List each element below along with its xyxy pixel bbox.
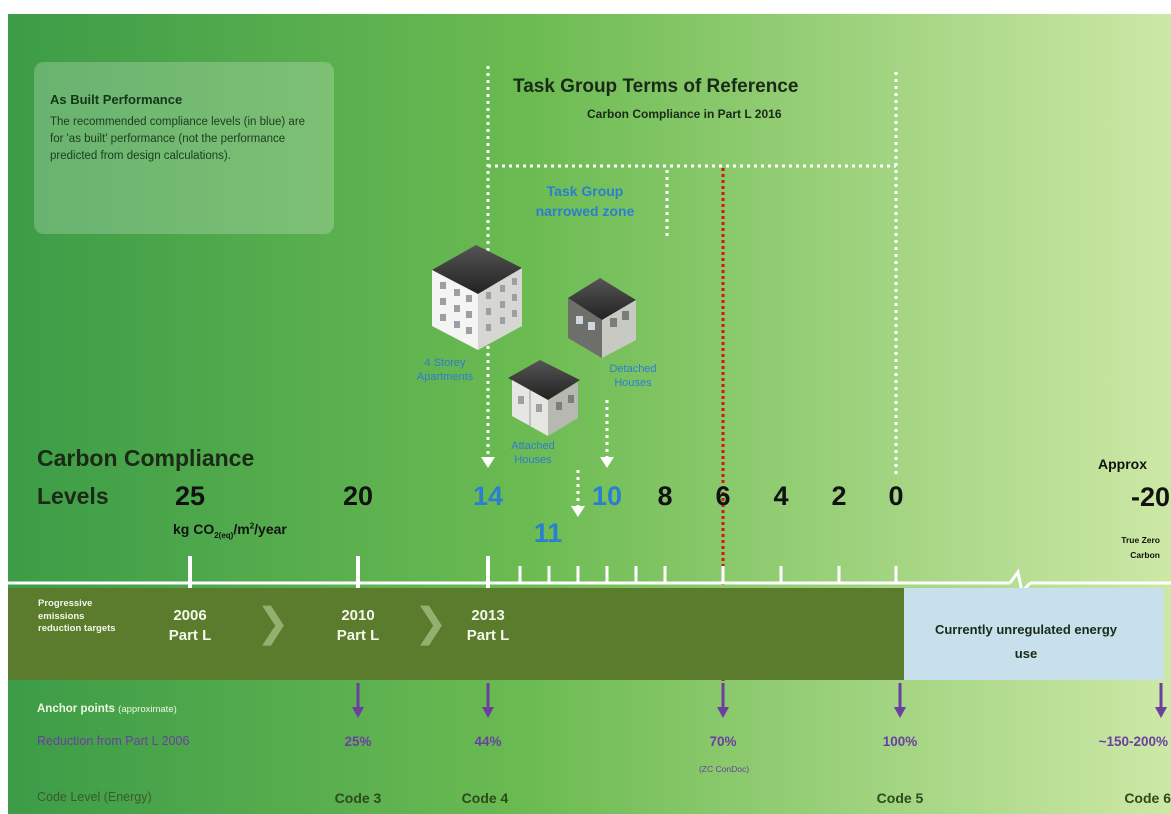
reduction-value: 100% (882, 734, 918, 749)
progressive-targets-band (8, 588, 904, 680)
level-value: 25 (174, 481, 206, 511)
part-name: Part L (336, 627, 380, 644)
code-value: Code 3 (334, 790, 382, 806)
apartment-building-icon (432, 245, 522, 350)
units-label: kg CO2(eq)/m2/year (173, 521, 287, 540)
task-group-title: Task Group Terms of Reference (513, 76, 799, 97)
progressive-targets-label: Progressive emissions reduction targets (38, 598, 116, 634)
detached-house-icon (568, 278, 636, 358)
approx-label: Approx (1098, 456, 1147, 472)
part-year: 2006 (173, 607, 207, 624)
part-year: 2013 (471, 607, 505, 624)
level-value-blue: 11 (533, 518, 563, 548)
reduction-note: (ZC ConDoc) (698, 764, 750, 774)
narrowed-zone-label: Task Group narrowed zone (535, 183, 635, 219)
guide-arrowheads (481, 457, 614, 517)
reduction-label: Reduction from Part L 2006 (37, 734, 190, 748)
reduction-value: 70% (709, 734, 737, 749)
code-level-label: Code Level (Energy) (37, 790, 152, 804)
info-box-title: As Built Performance (50, 92, 183, 107)
approx-value: -20 (1130, 482, 1170, 512)
reduction-value: 25% (344, 734, 372, 749)
code-value: Code 6 (1124, 790, 1171, 806)
apartments-label: 4 Storey Apartments (416, 357, 474, 383)
anchor-points-heading: Anchor points (approximate) (37, 703, 177, 715)
level-value: 20 (342, 481, 374, 511)
arrowhead-10 (600, 457, 614, 468)
part-name: Part L (466, 627, 510, 644)
task-group-subtitle: Carbon Compliance in Part L 2016 (587, 107, 782, 121)
info-box: As Built Performance The recommended com… (34, 62, 334, 234)
unregulated-energy-band (904, 588, 1164, 680)
axis-break-mark (1008, 568, 1032, 596)
chevron-right-icon: ❯ (414, 601, 448, 645)
part-l-2010: 2010 Part L (318, 606, 398, 646)
part-l-2013: 2013 Part L (448, 606, 528, 646)
level-value: 0 (888, 481, 904, 511)
code-value: Code 4 (461, 790, 509, 806)
carbon-compliance-levels-label: Levels (37, 483, 109, 509)
green-gradient-panel (8, 14, 1171, 814)
axis-minor-ticks (518, 566, 898, 583)
attached-houses-icon (508, 360, 580, 436)
level-value: 2 (831, 481, 847, 511)
attached-houses-label: Attached Houses (511, 440, 555, 466)
code-value: Code 5 (876, 790, 924, 806)
reduction-value: ~150-200% (1098, 734, 1168, 749)
level-value-blue: 10 (591, 481, 623, 511)
anchor-arrows (356, 683, 1163, 708)
part-year: 2010 (341, 607, 375, 624)
true-zero-carbon-label: True Zero Carbon (1121, 535, 1160, 560)
arrowhead-11 (571, 506, 585, 517)
carbon-compliance-title: Carbon Compliance (37, 445, 255, 471)
level-value: 8 (657, 481, 673, 511)
info-box-body: The recommended compliance levels (in bl… (50, 116, 306, 162)
level-value: 6 (715, 481, 731, 511)
unregulated-energy-label: Currently unregulated energy use (934, 622, 1118, 661)
chevron-right-icon: ❯ (256, 601, 290, 645)
level-value-blue: 14 (472, 481, 504, 511)
part-name: Part L (168, 627, 212, 644)
detached-houses-label: Detached Houses (609, 363, 657, 389)
reduction-value: 44% (474, 734, 502, 749)
anchor-arrowheads (352, 707, 1167, 718)
arrowhead-14 (481, 457, 495, 468)
level-value: 4 (773, 481, 789, 511)
part-l-2006: 2006 Part L (150, 606, 230, 646)
